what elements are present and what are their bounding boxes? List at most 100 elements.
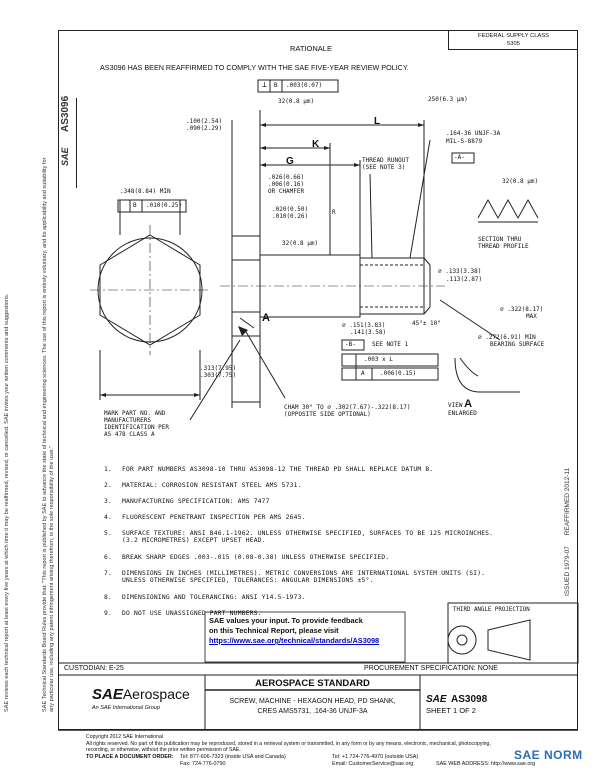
standard-desc-1: SCREW, MACHINE - HEXAGON HEAD, PD SHANK, bbox=[229, 698, 396, 705]
procurement-spec: PROCUREMENT SPECIFICATION: NONE bbox=[364, 665, 498, 672]
dim-l: L bbox=[374, 116, 381, 127]
third-angle-label: THIRD ANGLE PROJECTION bbox=[453, 607, 530, 613]
doc-number: AS3098 bbox=[451, 694, 488, 705]
view-letter: A bbox=[464, 398, 473, 410]
logo-tagline: An SAE International Group bbox=[92, 705, 160, 711]
footer-rights-2: recording, or otherwise, without the pri… bbox=[86, 747, 241, 754]
dia-133: ⌀ .133(3.38) bbox=[438, 268, 482, 275]
fillet-1: .026(0.66) bbox=[268, 174, 305, 181]
finish-shank: 32(0.8 μm) bbox=[282, 240, 319, 247]
note-5: 5.SURFACE TEXTURE: ANSI B46.1-1962. UNLE… bbox=[104, 530, 494, 544]
finish-profile: 32(0.8 μm) bbox=[502, 178, 539, 185]
view-a-arrow-label: A bbox=[262, 312, 270, 324]
tol-003-l: .003 x L bbox=[364, 356, 393, 363]
sae-aerospace-logo: SAEAerospace bbox=[92, 686, 190, 704]
view-a-enlarged bbox=[454, 357, 520, 393]
footer-rights: All rights reserved. No part of this pub… bbox=[86, 740, 491, 747]
note-6: 6.BREAK SHARP EDGES .003-.015 (0.08-0.38… bbox=[104, 554, 390, 561]
note-9: 9.DO NOT USE UNASSIGNED PART NUMBERS. bbox=[104, 610, 262, 617]
footer-copyright: Copyright 2012 SAE International bbox=[86, 734, 163, 740]
view-label: VIEW A bbox=[448, 398, 472, 410]
datum-a-box-label: -A- bbox=[454, 154, 465, 161]
sym-tolerance: .010(0.25) bbox=[146, 202, 183, 209]
mark-note-3: IDENTIFICATION PER bbox=[104, 424, 170, 431]
sae-norm-watermark: SAE NORM bbox=[514, 748, 583, 762]
pos-datum-a: A bbox=[361, 370, 365, 377]
dim-141: .141(3.58) bbox=[350, 329, 387, 336]
feedback-box: SAE values your input. To provide feedba… bbox=[209, 616, 379, 646]
section-thru-2: THREAD PROFILE bbox=[478, 243, 529, 250]
note-1: 1.FOR PART NUMBERS AS3098-10 THRU AS3098… bbox=[104, 466, 434, 473]
standard-title: AEROSPACE STANDARD bbox=[255, 678, 370, 689]
mark-note-1: MARK PART NO. AND bbox=[104, 410, 166, 417]
rationale-text: AS3096 HAS BEEN REAFFIRMED TO COMPLY WIT… bbox=[100, 63, 409, 72]
mil-spec: MIL-S-8879 bbox=[446, 138, 483, 145]
dim-303: .303(7.75) bbox=[200, 372, 237, 379]
view-word: VIEW bbox=[448, 402, 463, 409]
dim-g: G bbox=[286, 156, 294, 167]
angle-45: 45°± 10° bbox=[412, 320, 441, 327]
sheet-number: SHEET 1 OF 2 bbox=[426, 706, 476, 715]
radius-r: R bbox=[332, 209, 336, 216]
side-doc-number-box bbox=[58, 98, 77, 188]
dim-313: .313(7.95) bbox=[200, 365, 237, 372]
bearing-surface: BEARING SURFACE bbox=[490, 341, 545, 348]
footer: Copyright 2012 SAE International All rig… bbox=[86, 734, 586, 754]
thread-spec: .164-36 UNJF-3A bbox=[446, 130, 501, 137]
rationale-title: RATIONALE bbox=[290, 44, 332, 53]
perp-symbol: ⊥ bbox=[262, 80, 267, 89]
thread-profile bbox=[477, 198, 539, 220]
datum-b-box: -B- bbox=[345, 341, 356, 348]
footer-web[interactable]: SAE WEB ADDRESS: http://www.sae.org bbox=[436, 761, 536, 767]
view-a-arrow bbox=[238, 326, 248, 336]
feedback-link[interactable]: https://www.sae.org/technical/standards/… bbox=[209, 636, 380, 645]
feedback-line1: SAE values your input. To provide feedba… bbox=[209, 616, 363, 625]
enlarged-label: ENLARGED bbox=[448, 410, 477, 417]
finish-250: 250(6.3 μm) bbox=[428, 96, 468, 103]
standard-desc-2: CRES AMS5731, .164-36 UNJF-3A bbox=[257, 708, 368, 715]
dim-k: K bbox=[312, 139, 320, 150]
finish-top: 32(0.8 μm) bbox=[278, 98, 315, 105]
feedback-line2: on this Technical Report, please visit bbox=[209, 626, 339, 635]
chamfer-note-2: (OPPOSITE SIDE OPTIONAL) bbox=[284, 411, 371, 418]
footer-tel-2: Tel: +1 724-776-4970 (outside USA) bbox=[332, 754, 419, 760]
doc-number-block: SAE AS3098 bbox=[426, 689, 487, 707]
footer-tel-1: Tel: 877-606-7323 (inside USA and Canada… bbox=[180, 754, 286, 760]
doc-sae: SAE bbox=[426, 694, 447, 705]
perp-tolerance: .003(0.07) bbox=[286, 82, 323, 89]
dia-113: .113(2.87) bbox=[446, 276, 483, 283]
fillet-2: .006(0.16) bbox=[268, 181, 305, 188]
note-4: 4.FLUORESCENT PENETRANT INSPECTION PER A… bbox=[104, 514, 306, 521]
logo-sae: SAE bbox=[92, 686, 123, 703]
federal-class-line2: 5305 bbox=[507, 41, 520, 47]
note-3: 3.MANUFACTURING SPECIFICATION: AMS 7477 bbox=[104, 498, 270, 505]
see-note-1: SEE NOTE 1 bbox=[372, 341, 409, 348]
custodian: CUSTODIAN: E-25 bbox=[64, 665, 124, 672]
fillet-3: OR CHAMFER bbox=[268, 188, 305, 195]
dim-head-100: .100(2.54) bbox=[186, 118, 223, 125]
footer-email: Email: CustomerService@sae.org bbox=[332, 761, 414, 767]
thread-runout-2: (SEE NOTE 3) bbox=[362, 164, 406, 171]
chamfer-note-1: CHAM 30° TO ⌀ .302(7.67)-.322(8.17) bbox=[284, 404, 411, 411]
footer-fax: Fax: 724-776-0790 bbox=[180, 761, 226, 767]
section-thru-1: SECTION THRU bbox=[478, 236, 522, 243]
perp-datum-b: B bbox=[274, 82, 278, 89]
dim-010: .010(0.26) bbox=[272, 213, 309, 220]
dia-322-max: MAX bbox=[526, 313, 537, 320]
mark-note-4: AS 478 CLASS A bbox=[104, 431, 155, 438]
hex-head-end-view bbox=[99, 234, 201, 346]
dim-head-090: .090(2.29) bbox=[186, 125, 223, 132]
mark-note-2: MANUFACTURERS bbox=[104, 417, 151, 424]
tol-006: .006(0.15) bbox=[380, 370, 417, 377]
logo-aerospace: Aerospace bbox=[122, 686, 190, 702]
dia-272: ⌀ .272(6.91) MIN bbox=[478, 334, 536, 341]
dim-151: ⌀ .151(3.83) bbox=[342, 322, 386, 329]
thread-runout-1: THREAD RUNOUT bbox=[362, 157, 409, 164]
note-2: 2.MATERIAL: CORROSION RESISTANT STEEL AM… bbox=[104, 482, 302, 489]
dim-020: .020(0.50) bbox=[272, 206, 309, 213]
federal-class-line1: FEDERAL SUPPLY CLASS bbox=[477, 33, 550, 39]
sym-datum-b: B bbox=[133, 202, 137, 209]
note-7: 7.DIMENSIONS IN INCHES (MILLIMETRES). ME… bbox=[104, 570, 486, 584]
footer-order-label: TO PLACE A DOCUMENT ORDER: bbox=[86, 754, 174, 760]
